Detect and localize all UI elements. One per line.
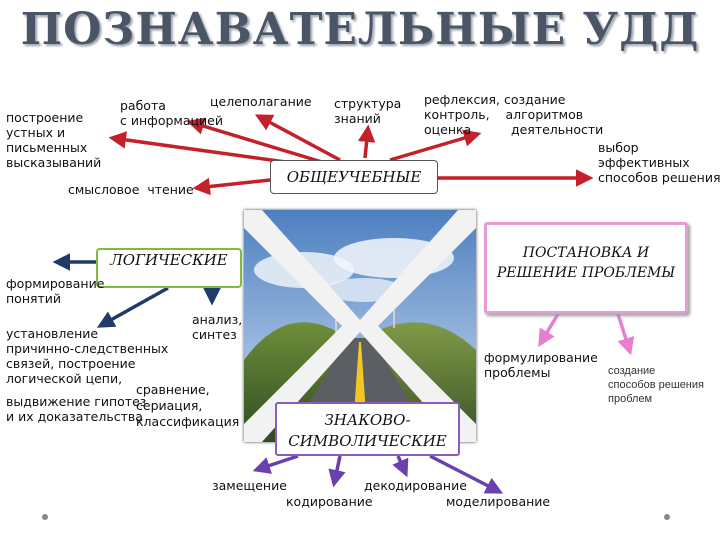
arrow-to-speech <box>108 131 301 166</box>
comparison-label: сравнение, <box>136 382 210 397</box>
arrow-to-knowledge <box>357 124 376 159</box>
reflection-label: рефлексия, создание контроль, алгоритмов… <box>424 92 604 137</box>
arrow-to-goal <box>254 114 341 162</box>
seriation-label: сериация, <box>136 398 203 413</box>
info-label: работа с информацией <box>120 98 223 128</box>
creation-label: создание способов решения проблем <box>608 365 704 405</box>
analysis-label: анализ, синтез <box>192 312 243 342</box>
coding-label: кодирование <box>286 494 373 509</box>
arrow-to-creation <box>616 313 635 356</box>
reading-label: смысловое чтение <box>68 182 194 197</box>
substitution-label: замещение <box>212 478 287 493</box>
arrow-to-reading <box>192 177 271 196</box>
arrow-to-formulation <box>538 313 560 348</box>
symbolic-box: ЗНАКОВО- СИМВОЛИЧЕСКИЕ <box>275 402 460 456</box>
knowledge-label: структура знаний <box>334 96 402 126</box>
causal-label: установление причинно-следственных связе… <box>6 326 169 386</box>
arrow-to-coding <box>328 455 346 488</box>
general-box: ОБЩЕУЧЕБНЫЕ <box>270 160 438 194</box>
hypothesis-label: выдвижение гипотез и их доказательства <box>6 394 147 424</box>
decor-dot-right <box>664 514 670 520</box>
arrow-to-modeling <box>429 454 504 494</box>
arrow-to-decoding <box>392 455 409 478</box>
decor-dot-left <box>42 514 48 520</box>
concepts-label: формирование понятий <box>6 276 105 306</box>
modeling-label: моделирование <box>446 494 551 509</box>
page-title: ПОЗНАВАТЕЛЬНЫЕ УДД <box>20 4 700 55</box>
decoding-label: декодирование <box>364 478 467 493</box>
logical-box: ЛОГИЧЕСКИЕ <box>96 248 242 288</box>
arrow-to-substitution <box>252 454 299 474</box>
classification-label: классификация <box>136 414 240 429</box>
speech-label: построение устных и письменных высказыва… <box>6 110 102 170</box>
arrow-to-causal <box>96 286 169 328</box>
arrow-to-info <box>186 117 323 164</box>
goal-label: целеполагание <box>210 94 312 109</box>
arrow-to-reflection <box>389 129 482 162</box>
problem-box: ПОСТАНОВКА И РЕШЕНИЕ ПРОБЛЕМЫ <box>484 222 688 314</box>
formulation-label: формулирование проблемы <box>484 350 598 380</box>
choice-label: выбор эффективных способов решения <box>598 140 720 185</box>
